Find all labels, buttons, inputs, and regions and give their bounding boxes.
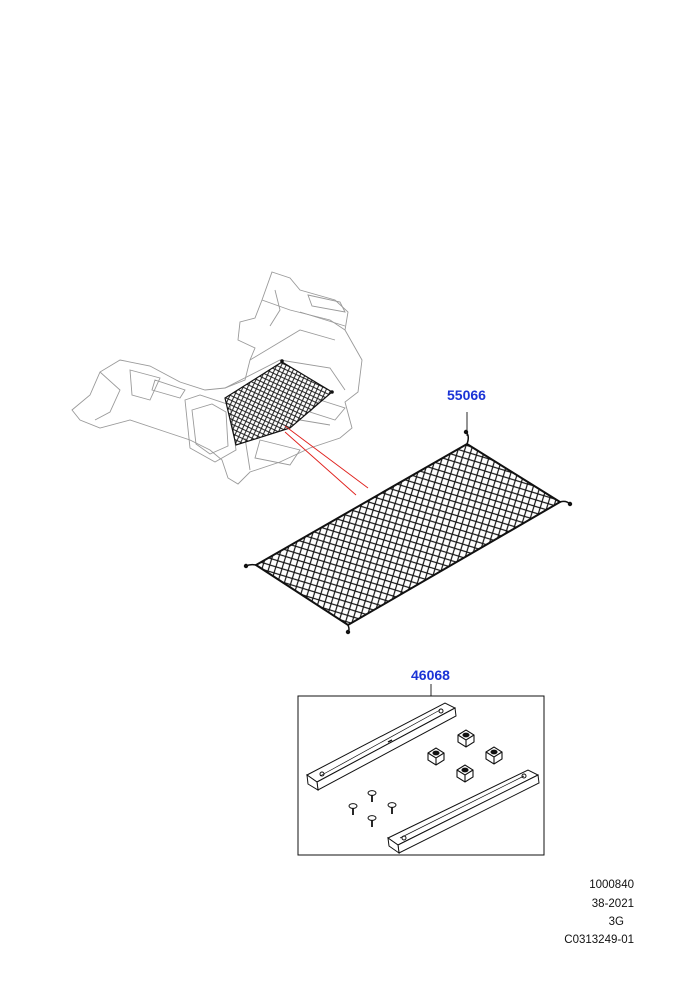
rail-kit[interactable]	[297, 684, 545, 856]
screws	[348, 790, 397, 827]
callout-55066[interactable]: 55066	[447, 387, 486, 403]
footer-code-1: 1000840	[589, 879, 634, 891]
callout-46068[interactable]: 46068	[411, 667, 450, 683]
footer-code-3: 3G	[608, 916, 624, 928]
rail-upper	[306, 702, 457, 791]
footer-code-4: C0313249-01	[564, 934, 634, 946]
cargo-net[interactable]	[243, 412, 573, 635]
rail-lower	[387, 769, 540, 855]
installed-net	[224, 359, 334, 446]
clips	[427, 729, 503, 783]
leader-lines	[284, 425, 369, 496]
vehicle-cargo-area	[71, 271, 363, 485]
footer-code-2: 38-2021	[591, 898, 634, 910]
